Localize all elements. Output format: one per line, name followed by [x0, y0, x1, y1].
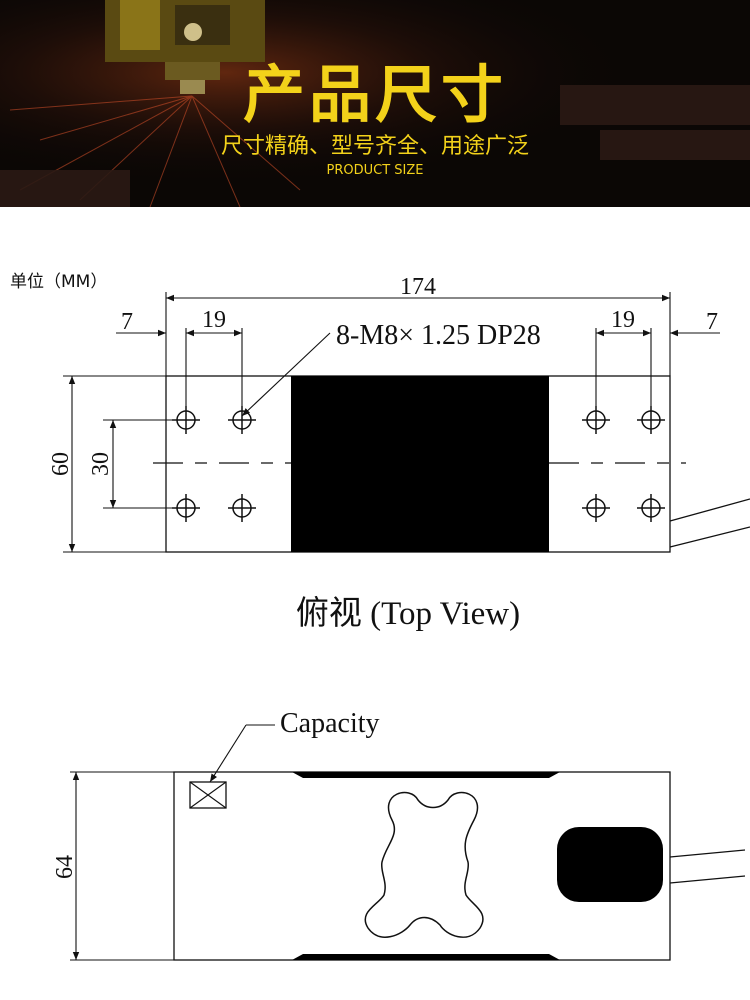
- side-view-cable-gland: [557, 827, 663, 902]
- side-dim-height: 64: [52, 855, 78, 879]
- mounting-hole: [171, 405, 201, 435]
- dim-left-edge: 7: [121, 309, 133, 335]
- mounting-hole: [227, 405, 257, 435]
- hole-callout: 8-M8× 1.25 DP28: [336, 320, 541, 351]
- top-view: 174 7 19 19 7 60 30 8-M8× 1.25 DP28 俯视 (…: [48, 274, 750, 632]
- mounting-hole: [636, 493, 666, 523]
- top-recess: [292, 772, 560, 778]
- side-view: Capacity 64: [52, 708, 746, 961]
- unit-label: 单位（MM）: [10, 272, 108, 292]
- mounting-hole: [171, 493, 201, 523]
- mounting-hole: [227, 493, 257, 523]
- dim-right-edge: 7: [706, 309, 718, 335]
- dimension-drawing: 174 7 19 19 7 60 30 8-M8× 1.25 DP28 俯视 (…: [48, 274, 750, 961]
- dim-hole-spacing: 30: [88, 452, 114, 476]
- banner-title: 产品尺寸: [242, 58, 507, 131]
- banner-laser-background: [0, 0, 750, 207]
- capacity-label-box: [189, 781, 227, 809]
- dim-height: 60: [48, 452, 74, 476]
- banner-subtitle: 尺寸精确、型号齐全、用途广泛: [220, 134, 529, 159]
- dim-right-spacing: 19: [611, 307, 635, 333]
- side-view-cable: [669, 849, 746, 884]
- capacity-callout: Capacity: [280, 708, 380, 739]
- banner-english-caption: PRODUCT SIZE: [326, 163, 424, 178]
- top-view-caption: 俯视 (Top View): [296, 595, 520, 632]
- top-view-center-block: [291, 376, 549, 552]
- dim-left-spacing: 19: [202, 307, 226, 333]
- mounting-hole: [636, 405, 666, 435]
- bottom-recess: [292, 954, 560, 960]
- strain-gauge-hole: [364, 791, 484, 938]
- mounting-hole: [581, 493, 611, 523]
- product-size-banner: 产品尺寸 尺寸精确、型号齐全、用途广泛 PRODUCT SIZE: [0, 0, 750, 207]
- dim-total-length: 174: [400, 274, 436, 300]
- top-view-cable: [669, 498, 750, 548]
- mounting-hole: [581, 405, 611, 435]
